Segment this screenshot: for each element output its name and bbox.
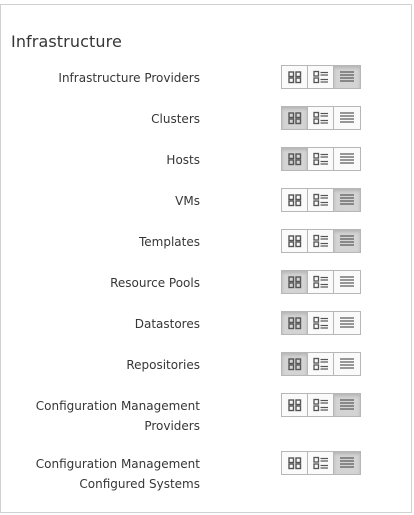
tile-view-button[interactable]	[308, 312, 334, 334]
list-view-button[interactable]	[334, 189, 360, 211]
row-label-line: Hosts	[166, 153, 200, 167]
row-label-line: Providers	[144, 419, 200, 433]
view-mode-toggle	[281, 393, 361, 417]
list-view-icon	[339, 275, 355, 289]
grid-view-button[interactable]	[282, 394, 308, 416]
row-label: Datastores	[0, 314, 200, 334]
view-mode-toggle	[281, 65, 361, 89]
tile-view-icon	[312, 70, 329, 84]
tile-view-button[interactable]	[308, 452, 334, 474]
list-view-icon	[339, 456, 355, 470]
row-label: Repositories	[0, 355, 200, 375]
row-label-line: Resource Pools	[110, 276, 200, 290]
grid-view-button[interactable]	[282, 230, 308, 252]
grid-view-icon	[287, 193, 303, 207]
row-label-line: Clusters	[151, 112, 200, 126]
view-mode-toggle	[281, 352, 361, 376]
row-label: Resource Pools	[0, 273, 200, 293]
list-view-button[interactable]	[334, 107, 360, 129]
grid-view-button[interactable]	[282, 452, 308, 474]
list-view-icon	[339, 70, 355, 84]
row-label-line: Repositories	[126, 358, 200, 372]
list-view-button[interactable]	[334, 452, 360, 474]
view-mode-toggle	[281, 311, 361, 335]
row-label-line: Configured Systems	[79, 477, 200, 491]
tile-view-button[interactable]	[308, 107, 334, 129]
row-label-line: Configuration Management	[35, 399, 200, 413]
row-label: Templates	[0, 232, 200, 252]
row-label-line: Configuration Management	[35, 457, 200, 471]
tile-view-icon	[312, 193, 329, 207]
grid-view-button[interactable]	[282, 312, 308, 334]
tile-view-button[interactable]	[308, 394, 334, 416]
grid-view-button[interactable]	[282, 148, 308, 170]
section-title: Infrastructure	[11, 32, 122, 51]
grid-view-button[interactable]	[282, 189, 308, 211]
tile-view-button[interactable]	[308, 271, 334, 293]
view-mode-toggle	[281, 270, 361, 294]
tile-view-icon	[312, 152, 329, 166]
grid-view-icon	[287, 398, 303, 412]
list-view-button[interactable]	[334, 148, 360, 170]
row-label: Hosts	[0, 150, 200, 170]
list-view-icon	[339, 398, 355, 412]
list-view-icon	[339, 316, 355, 330]
row-label: VMs	[0, 191, 200, 211]
grid-view-icon	[287, 111, 303, 125]
grid-view-button[interactable]	[282, 107, 308, 129]
view-mode-toggle	[281, 147, 361, 171]
view-mode-toggle	[281, 106, 361, 130]
list-view-button[interactable]	[334, 271, 360, 293]
view-mode-toggle	[281, 451, 361, 475]
row-label-line: Templates	[138, 235, 200, 249]
tile-view-icon	[312, 234, 329, 248]
grid-view-icon	[287, 70, 303, 84]
tile-view-icon	[312, 357, 329, 371]
tile-view-button[interactable]	[308, 230, 334, 252]
tile-view-button[interactable]	[308, 66, 334, 88]
grid-view-icon	[287, 456, 303, 470]
list-view-button[interactable]	[334, 230, 360, 252]
grid-view-icon	[287, 316, 303, 330]
tile-view-button[interactable]	[308, 148, 334, 170]
tile-view-icon	[312, 111, 329, 125]
list-view-icon	[339, 234, 355, 248]
row-label: Infrastructure Providers	[0, 68, 200, 88]
grid-view-icon	[287, 275, 303, 289]
grid-view-button[interactable]	[282, 353, 308, 375]
grid-view-button[interactable]	[282, 271, 308, 293]
grid-view-icon	[287, 357, 303, 371]
row-label: Clusters	[0, 109, 200, 129]
list-view-icon	[339, 111, 355, 125]
list-view-button[interactable]	[334, 353, 360, 375]
list-view-button[interactable]	[334, 66, 360, 88]
tile-view-icon	[312, 398, 329, 412]
list-view-button[interactable]	[334, 394, 360, 416]
row-label-line: Datastores	[134, 317, 200, 331]
list-view-icon	[339, 357, 355, 371]
tile-view-button[interactable]	[308, 353, 334, 375]
row-label-line: VMs	[175, 194, 200, 208]
grid-view-icon	[287, 234, 303, 248]
grid-view-icon	[287, 152, 303, 166]
row-label-line: Infrastructure Providers	[58, 71, 200, 85]
view-mode-toggle	[281, 188, 361, 212]
tile-view-icon	[312, 275, 329, 289]
list-view-icon	[339, 193, 355, 207]
view-mode-toggle	[281, 229, 361, 253]
tile-view-icon	[312, 316, 329, 330]
list-view-icon	[339, 152, 355, 166]
list-view-button[interactable]	[334, 312, 360, 334]
grid-view-button[interactable]	[282, 66, 308, 88]
tile-view-button[interactable]	[308, 189, 334, 211]
tile-view-icon	[312, 456, 329, 470]
